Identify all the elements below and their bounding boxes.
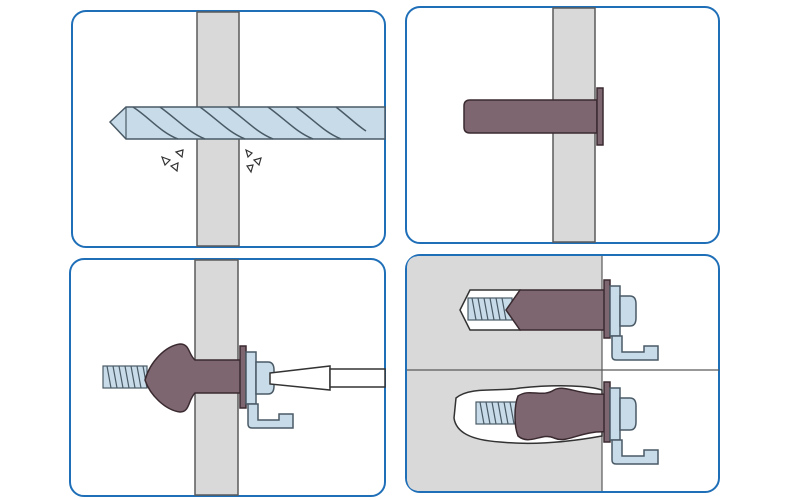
- panel-4-comparison: [405, 254, 720, 493]
- anchor-inserted-icon: [463, 87, 604, 146]
- screw-thread-icon: [102, 365, 148, 389]
- panel-2-anchor-inserted: [405, 6, 720, 244]
- drill-bit-icon: [108, 106, 386, 140]
- panel-1-drilling: [71, 10, 386, 248]
- panel-3-screwdriver: [69, 258, 386, 497]
- screwdriver-expanding-anchor-icon: [144, 343, 386, 429]
- anchor-expansion-comparison-icon: [453, 279, 659, 465]
- debris-chips: [160, 148, 262, 174]
